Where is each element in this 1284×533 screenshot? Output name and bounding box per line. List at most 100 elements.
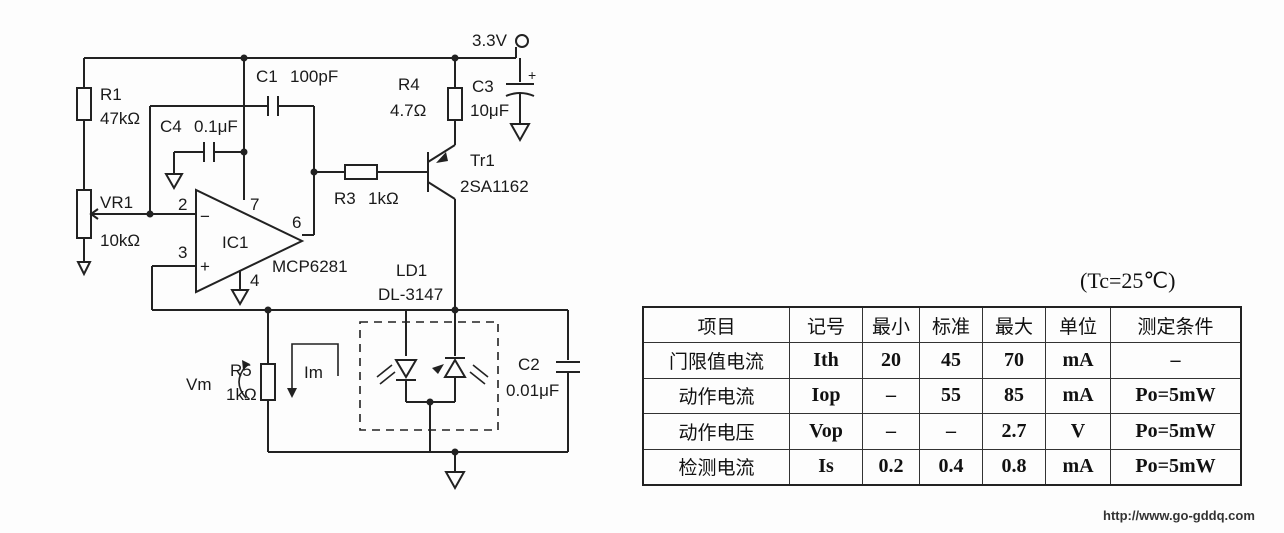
im-arrow-icon (287, 388, 297, 398)
supply-terminal (515, 34, 529, 48)
c3-name: C3 (472, 77, 494, 96)
ground-icon (509, 123, 531, 143)
emitter-arrow-icon (436, 152, 448, 163)
pin3-label: 3 (178, 243, 187, 262)
ground-icon (164, 173, 184, 191)
c1-value: 100pF (290, 67, 338, 86)
table-header-row: 项目 记号 最小 标准 最大 单位 测定条件 (642, 306, 1242, 344)
cell-item: 动作电流 (642, 377, 790, 415)
table-row: 检测电流 Is 0.2 0.4 0.8 mA Po=5mW (642, 448, 1242, 486)
receive-ray-icon (469, 371, 486, 385)
junction-dot (426, 398, 434, 406)
table-row: 门限值电流 Ith 20 45 70 mA – (642, 342, 1242, 379)
r3-name: R3 (334, 189, 356, 208)
cell-unit: V (1045, 413, 1111, 450)
c4-name: C4 (160, 117, 182, 136)
cell-min: – (862, 377, 920, 415)
receive-ray-icon (472, 364, 489, 378)
resistor-r5 (260, 363, 276, 401)
cell-condition: – (1110, 342, 1242, 379)
header-typ: 标准 (919, 306, 983, 344)
c2-value: 0.01μF (506, 381, 559, 400)
cell-max: 2.7 (982, 413, 1046, 450)
vr1-name: VR1 (100, 193, 133, 212)
ic1-value: MCP6281 (272, 257, 348, 276)
vm-arrow-icon (242, 360, 250, 370)
r1-name: R1 (100, 85, 122, 104)
cell-condition: Po=5mW (1110, 448, 1242, 486)
ic1-name: IC1 (222, 233, 248, 252)
r5-name: R5 (230, 361, 252, 380)
pin6-label: 6 (292, 213, 301, 232)
im-path-icon (291, 343, 339, 392)
resistor-r3 (344, 164, 378, 180)
ld1-value: DL-3147 (378, 285, 443, 304)
transistor-tr1-emitter (427, 144, 456, 163)
header-symbol: 记号 (789, 306, 863, 344)
table-row: 动作电流 Iop – 55 85 mA Po=5mW (642, 377, 1242, 415)
header-max: 最大 (982, 306, 1046, 344)
supply-label: 3.3V (472, 31, 508, 50)
cell-symbol: Is (789, 448, 863, 486)
cell-typ: 55 (919, 377, 983, 415)
noninv-sign: + (200, 257, 210, 276)
c1-name: C1 (256, 67, 278, 86)
ground-icon (444, 471, 466, 491)
cell-max: 0.8 (982, 448, 1046, 486)
emit-ray-icon (379, 371, 396, 385)
r1-value: 47kΩ (100, 109, 140, 128)
spec-table: 项目 记号 最小 标准 最大 单位 测定条件 门限值电流 Ith 20 45 7… (642, 306, 1242, 486)
cell-typ: 45 (919, 342, 983, 379)
cell-unit: mA (1045, 448, 1111, 486)
c3-plus: + (528, 67, 536, 83)
cell-typ: 0.4 (919, 448, 983, 486)
r3-value: 1kΩ (368, 189, 399, 208)
r5-value: 1kΩ (226, 385, 257, 404)
cell-item: 动作电压 (642, 413, 790, 450)
potentiometer-vr1 (76, 189, 92, 239)
test-condition: (Tc=25℃) (1080, 268, 1176, 293)
pin4-label: 4 (250, 271, 259, 290)
cell-max: 85 (982, 377, 1046, 415)
cell-max: 70 (982, 342, 1046, 379)
cell-condition: Po=5mW (1110, 377, 1242, 415)
laser-diode-icon (394, 359, 418, 379)
vm-label: Vm (186, 375, 212, 394)
table-row: 动作电压 Vop – – 2.7 V Po=5mW (642, 413, 1242, 450)
c3-value: 10μF (470, 101, 509, 120)
ground-icon (230, 289, 250, 307)
header-min: 最小 (862, 306, 920, 344)
cell-item: 检测电流 (642, 448, 790, 486)
pin7-label: 7 (250, 195, 259, 214)
inv-sign: − (200, 207, 210, 226)
im-label: Im (304, 363, 323, 382)
resistor-r4 (447, 87, 463, 121)
photodiode-icon (443, 358, 467, 378)
c4-value: 0.1μF (194, 117, 238, 136)
cell-symbol: Ith (789, 342, 863, 379)
tr1-value: 2SA1162 (460, 177, 529, 196)
cell-condition: Po=5mW (1110, 413, 1242, 450)
cell-unit: mA (1045, 377, 1111, 415)
emit-ray-icon (376, 364, 393, 378)
transistor-tr1-collector (427, 181, 456, 200)
opamp-ic1 (195, 188, 305, 294)
tr1-name: Tr1 (470, 151, 495, 170)
r4-name: R4 (398, 75, 420, 94)
cell-min: 0.2 (862, 448, 920, 486)
r4-value: 4.7Ω (390, 101, 426, 120)
cell-typ: – (919, 413, 983, 450)
cell-min: 20 (862, 342, 920, 379)
header-unit: 单位 (1045, 306, 1111, 344)
vr1-value: 10kΩ (100, 231, 140, 250)
cell-symbol: Iop (789, 377, 863, 415)
light-arrow-icon (432, 364, 444, 374)
cell-unit: mA (1045, 342, 1111, 379)
wiper-arrow-icon (89, 208, 99, 220)
watermark-url[interactable]: http://www.go-gddq.com (1103, 508, 1255, 523)
cell-item: 门限值电流 (642, 342, 790, 379)
resistor-r1 (76, 87, 92, 121)
header-condition: 测定条件 (1110, 306, 1242, 344)
